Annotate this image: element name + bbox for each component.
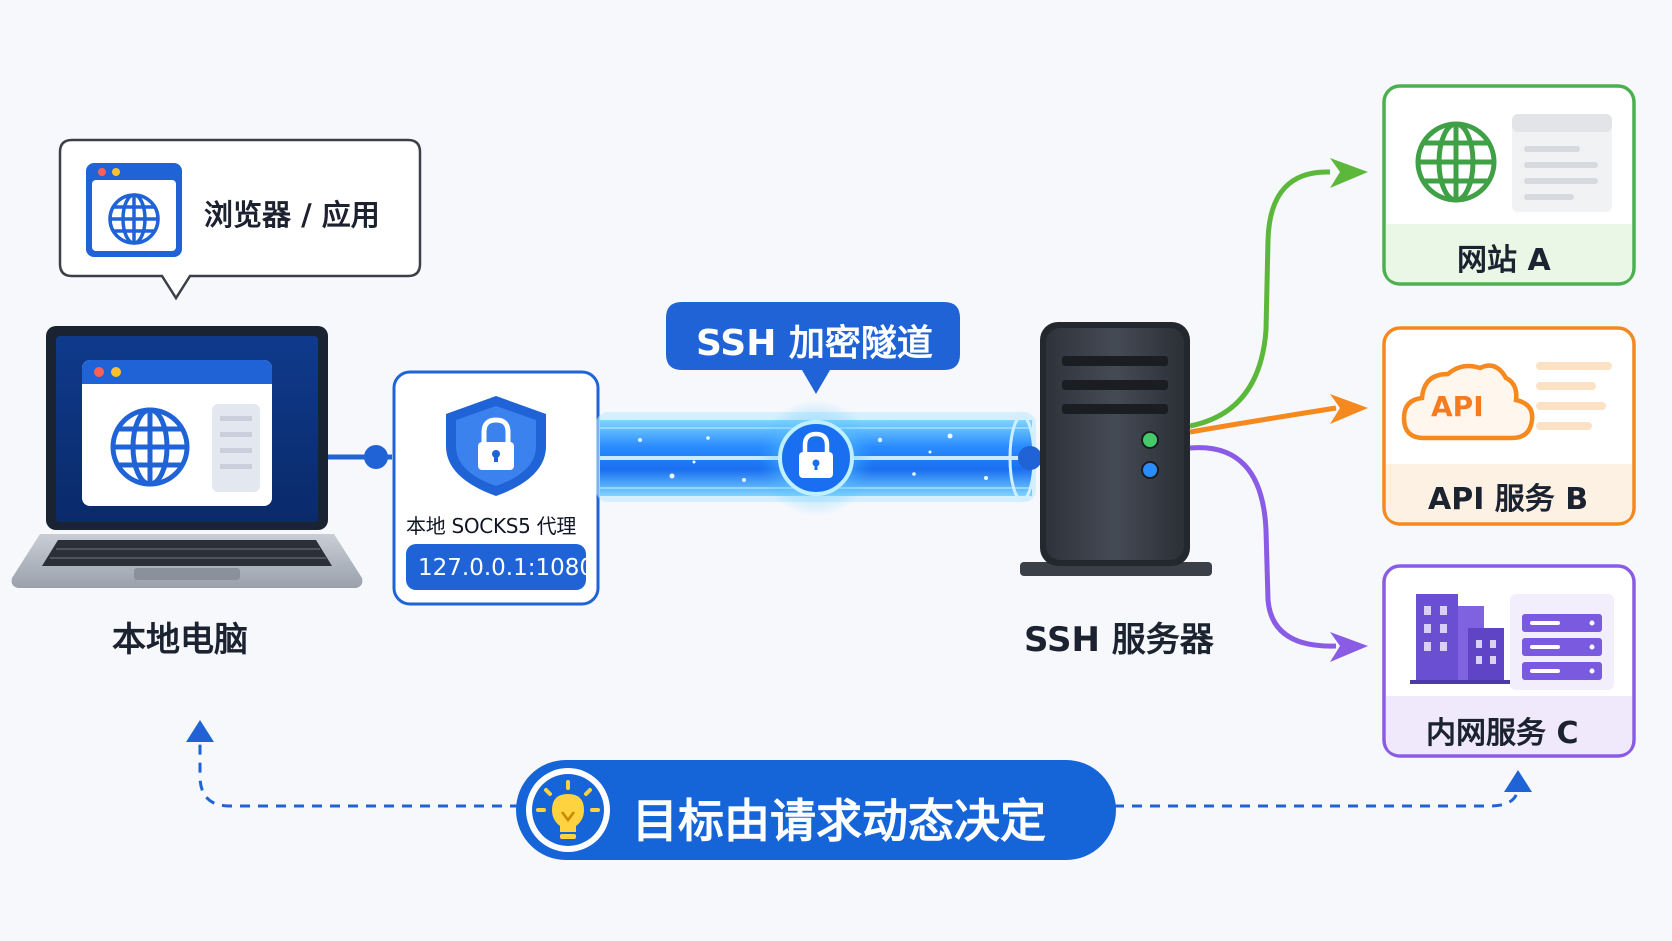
browser-app-label: 浏览器 / 应用 xyxy=(204,198,380,232)
socks5-proxy-label: 本地 SOCKS5 代理 xyxy=(406,514,577,538)
proxy-address-badge: 127.0.0.1:1080 xyxy=(418,555,595,581)
card-service-c xyxy=(1382,564,1636,758)
ssh-tunnel-label: SSH 加密隧道 xyxy=(696,323,933,364)
internal-service-c-label: 内网服务 C xyxy=(1426,716,1579,751)
building-icon xyxy=(1410,594,1510,684)
server-rack-icon xyxy=(1522,614,1602,680)
arrow-head-up-right xyxy=(1504,770,1532,792)
lock-icon xyxy=(799,431,833,478)
shield-lock-icon xyxy=(446,396,546,496)
tunnel-callout xyxy=(666,302,960,394)
laptop-illustration xyxy=(11,326,363,588)
connector-dot xyxy=(364,445,388,469)
arrow-head-purple xyxy=(1330,632,1368,662)
cloud-icon xyxy=(1401,363,1535,441)
card-api-b xyxy=(1382,326,1636,526)
api-cloud-text: API xyxy=(1431,390,1484,423)
ssh-tunnel xyxy=(596,400,1042,516)
route-arrows xyxy=(1189,169,1337,649)
proxy-box xyxy=(392,370,600,606)
ssh-server-illustration xyxy=(1020,322,1212,576)
bottom-banner xyxy=(516,760,1116,860)
site-a-label: 网站 A xyxy=(1457,243,1551,278)
browser-callout xyxy=(58,138,422,301)
ssh-server-label: SSH 服务器 xyxy=(1024,620,1214,660)
arrow-head-up-left xyxy=(186,720,214,742)
lightbulb-icon xyxy=(536,780,600,839)
api-service-b-label: API 服务 B xyxy=(1428,482,1589,517)
arrow-head-green xyxy=(1330,158,1368,188)
dynamic-target-banner-text: 目标由请求动态决定 xyxy=(632,794,1046,848)
arrow-head-orange xyxy=(1330,394,1368,424)
globe-icon xyxy=(1415,121,1497,203)
globe-icon xyxy=(110,407,190,487)
card-site-a xyxy=(1382,84,1636,286)
local-computer-label: 本地电脑 xyxy=(112,620,248,660)
globe-icon xyxy=(108,193,160,245)
